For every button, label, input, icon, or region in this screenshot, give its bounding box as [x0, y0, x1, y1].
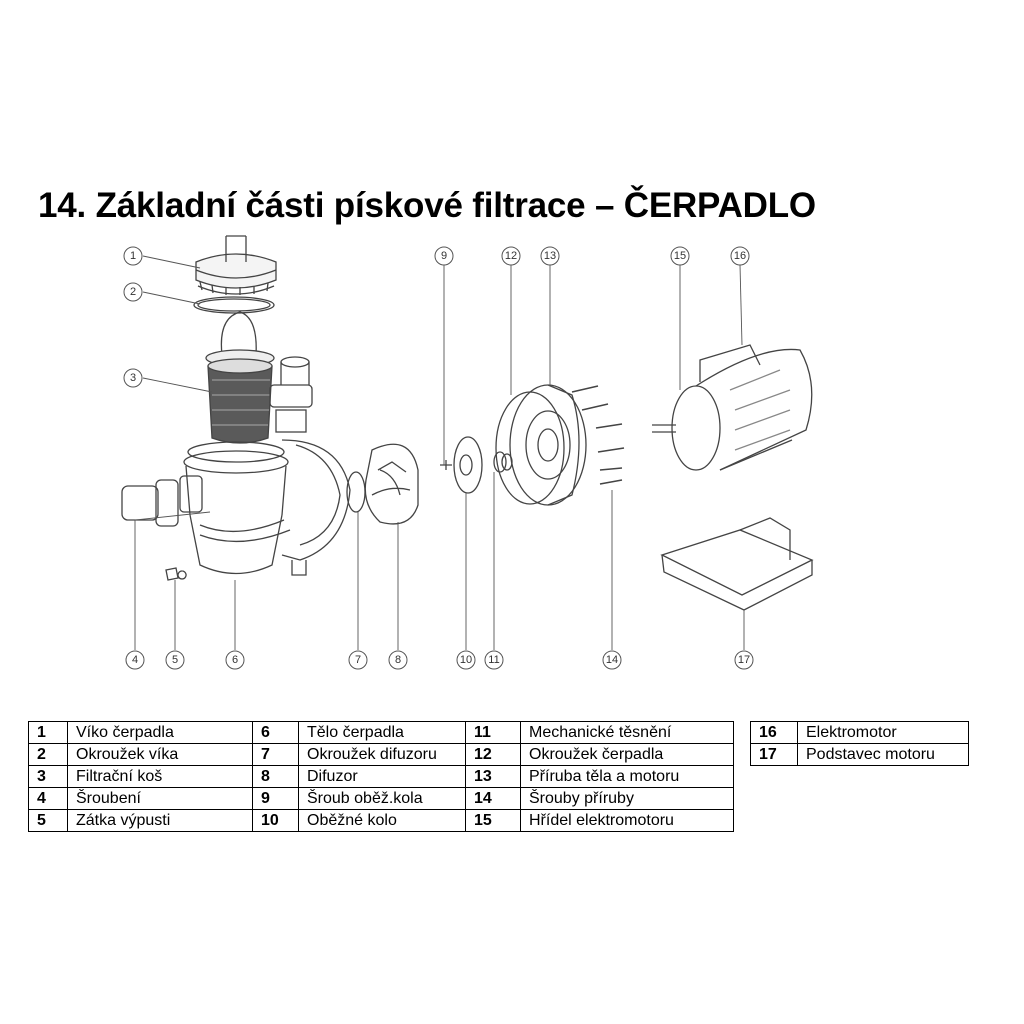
- inlet-union: [121, 475, 203, 527]
- part-name: Okroužek čerpadla: [520, 743, 734, 766]
- callout-marker: [434, 246, 454, 266]
- callout-marker: [540, 246, 560, 266]
- callout-label: 11: [488, 654, 499, 666]
- table-row: 16 Elektromotor: [750, 721, 969, 744]
- flange-bolts: [571, 385, 625, 485]
- part-number: 2: [28, 743, 68, 766]
- part-name: Šroubení: [67, 787, 253, 810]
- callout-marker: [123, 246, 143, 266]
- part-number: 13: [465, 765, 521, 788]
- callout-label: 16: [734, 250, 746, 262]
- impeller-screw: [440, 460, 452, 470]
- part-name: Elektromotor: [797, 721, 969, 744]
- motor-base: [660, 517, 814, 611]
- parts-table: 1 Víko čerpadla 6 Tělo čerpadla 11 Mecha…: [28, 721, 734, 832]
- part-name: Šroub oběž.kola: [298, 787, 466, 810]
- part-name: Příruba těla a motoru: [520, 765, 734, 788]
- part-number: 12: [465, 743, 521, 766]
- part-number: 10: [252, 809, 299, 832]
- callout-marker: [123, 368, 143, 388]
- callout-label: 12: [505, 250, 517, 262]
- callout-label: 6: [232, 654, 238, 666]
- part-number: 15: [465, 809, 521, 832]
- part-number: 8: [252, 765, 299, 788]
- pump-body: [183, 439, 351, 576]
- outlet-union: [269, 356, 313, 433]
- callout-label: 2: [130, 286, 136, 298]
- part-name: Podstavec motoru: [797, 743, 969, 766]
- callout-label: 17: [738, 654, 750, 666]
- callout-marker: [125, 650, 145, 670]
- lid-o-ring: [193, 296, 275, 314]
- part-number: 3: [28, 765, 68, 788]
- page-title: 14. Základní části pískové filtrace – ČE…: [38, 186, 816, 225]
- callout-marker: [225, 650, 245, 670]
- pump-exploded-diagram: 1 2 3 4 5 6 7 8 9 10 11 12 13 14 15 16 1…: [121, 235, 814, 670]
- table-row: 17 Podstavec motoru: [750, 743, 969, 766]
- part-name: Tělo čerpadla: [298, 721, 466, 744]
- part-number: 7: [252, 743, 299, 766]
- part-name: Šrouby příruby: [520, 787, 734, 810]
- part-name: Oběžné kolo: [298, 809, 466, 832]
- callout-label: 5: [172, 654, 178, 666]
- pump-lid: [195, 235, 277, 295]
- diffuser: [364, 443, 419, 525]
- callout-label: 4: [132, 654, 138, 666]
- table-row: 1 Víko čerpadla 6 Tělo čerpadla 11 Mecha…: [28, 721, 734, 744]
- callout-label: 14: [606, 654, 618, 666]
- table-row: 5 Zátka výpusti 10 Oběžné kolo 15 Hřídel…: [28, 809, 734, 832]
- callout-label: 1: [130, 250, 136, 262]
- callout-marker: [123, 282, 143, 302]
- table-row: 4 Šroubení 9 Šroub oběž.kola 14 Šrouby p…: [28, 787, 734, 810]
- callout-marker: [484, 650, 504, 670]
- parts-table-motor: 16 Elektromotor 17 Podstavec motoru: [750, 721, 969, 766]
- part-number: 4: [28, 787, 68, 810]
- body-motor-flange: [509, 384, 587, 506]
- table-row: 2 Okroužek víka 7 Okroužek difuzoru 12 O…: [28, 743, 734, 766]
- callout-label: 10: [460, 654, 472, 666]
- part-name: Filtrační koš: [67, 765, 253, 788]
- part-number: 16: [750, 721, 798, 744]
- callout-label: 15: [674, 250, 686, 262]
- electromotor: [652, 344, 813, 471]
- part-number: 9: [252, 787, 299, 810]
- pump-o-ring: [495, 391, 565, 505]
- part-number: 11: [465, 721, 521, 744]
- callout-markers: [123, 246, 754, 670]
- callout-label: 3: [130, 372, 136, 384]
- callout-marker: [456, 650, 476, 670]
- callout-marker: [730, 246, 750, 266]
- callout-marker: [602, 650, 622, 670]
- impeller: [453, 436, 483, 494]
- part-name: Difuzor: [298, 765, 466, 788]
- callout-label: 9: [441, 250, 447, 262]
- part-name: Víko čerpadla: [67, 721, 253, 744]
- filter-basket: [205, 311, 275, 444]
- callout-marker: [165, 650, 185, 670]
- callout-label: 13: [544, 250, 556, 262]
- callout-marker: [734, 650, 754, 670]
- callout-label: 8: [395, 654, 401, 666]
- part-name: Zátka výpusti: [67, 809, 253, 832]
- part-number: 14: [465, 787, 521, 810]
- callout-label: 7: [355, 654, 361, 666]
- part-number: 1: [28, 721, 68, 744]
- part-name: Hřídel elektromotoru: [520, 809, 734, 832]
- part-number: 17: [750, 743, 798, 766]
- part-number: 5: [28, 809, 68, 832]
- part-name: Mechanické těsnění: [520, 721, 734, 744]
- drain-plug: [165, 567, 187, 581]
- callout-marker: [348, 650, 368, 670]
- callout-marker: [388, 650, 408, 670]
- part-name: Okroužek víka: [67, 743, 253, 766]
- callout-marker: [670, 246, 690, 266]
- table-row: 3 Filtrační koš 8 Difuzor 13 Příruba těl…: [28, 765, 734, 788]
- part-number: 6: [252, 721, 299, 744]
- callout-marker: [501, 246, 521, 266]
- part-name: Okroužek difuzoru: [298, 743, 466, 766]
